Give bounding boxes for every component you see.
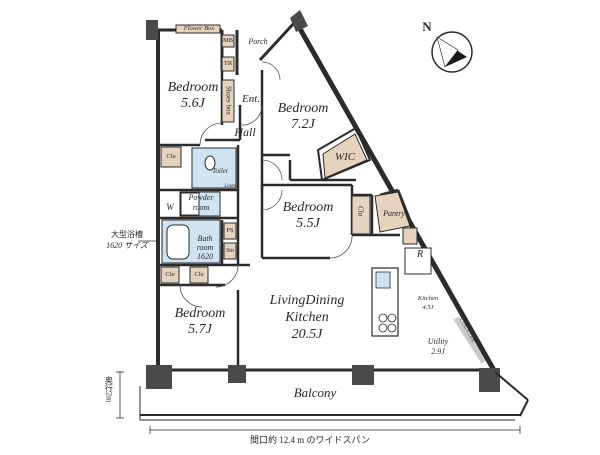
washer-label: W bbox=[166, 202, 174, 212]
porch-label: Porch bbox=[248, 37, 268, 46]
compass-letter: N bbox=[422, 19, 432, 34]
bedroom-nw-size: 5.6J bbox=[181, 96, 205, 111]
bedroom-ne-name: Bedroom bbox=[277, 101, 329, 116]
entrance-label: Ent. bbox=[241, 93, 261, 105]
balcony-label: Balcony bbox=[293, 385, 337, 400]
cla-label-sw2: Cla bbox=[194, 271, 204, 278]
ps-label: PS bbox=[226, 227, 234, 234]
bath-note-line2: 1620 サイズ bbox=[106, 241, 148, 250]
balcony-outline bbox=[139, 371, 529, 421]
powder-room-line2: room bbox=[192, 203, 210, 212]
wet-areas bbox=[161, 147, 237, 264]
kitchen-name: Kitchen bbox=[417, 295, 439, 302]
bedroom-nw-name: Bedroom bbox=[167, 80, 219, 95]
sto-label: Sto bbox=[225, 247, 235, 254]
utility-size: 2.9J bbox=[431, 347, 445, 356]
bedroom-mid-size: 5.5J bbox=[296, 216, 320, 231]
interior-walls bbox=[158, 70, 414, 365]
bedroom-sw-size: 5.7J bbox=[188, 322, 212, 337]
bedroom-ne-size: 7.2J bbox=[291, 117, 315, 132]
bath-note-line1: 大型浴槽 bbox=[111, 230, 143, 239]
cla-label-mid: Cla bbox=[356, 206, 365, 217]
cla-label-nw: Cla bbox=[166, 153, 176, 160]
utility-name: Utility bbox=[427, 337, 449, 346]
shoes-box-label: Shoes box bbox=[224, 86, 233, 115]
dimension-lines bbox=[116, 240, 521, 434]
structural-columns bbox=[146, 10, 500, 392]
compass-icon bbox=[431, 31, 473, 73]
bedroom-mid-name: Bedroom bbox=[282, 200, 334, 215]
toilet-label: Toilet bbox=[212, 167, 228, 175]
kitchen-island bbox=[371, 247, 487, 364]
bathroom-size: 1620 bbox=[197, 252, 213, 261]
bedroom-sw-name: Bedroom bbox=[174, 306, 226, 321]
door-swings bbox=[179, 61, 353, 308]
ldk-size: 20.5J bbox=[291, 327, 323, 342]
bathroom-line2: room bbox=[196, 243, 214, 252]
depth-label: 奥行2m bbox=[104, 376, 114, 403]
mb-label: MB bbox=[222, 37, 234, 44]
ldk-line1: LivingDining bbox=[269, 293, 345, 308]
kitchen-size: 4.5J bbox=[422, 304, 434, 311]
width-label: 間口約 12.4 m のワイドスパン bbox=[250, 435, 370, 445]
wic-label: WIC bbox=[334, 151, 356, 163]
linen-label: Linen bbox=[224, 184, 236, 189]
tr-label: TR bbox=[223, 60, 233, 67]
powder-room-line1: Powder bbox=[188, 193, 214, 202]
closets-and-doors bbox=[160, 24, 418, 284]
ldk-line2: Kitchen bbox=[285, 310, 329, 325]
cla-label-sw1: Cla bbox=[165, 271, 175, 278]
hall-label: Hall bbox=[234, 125, 256, 139]
flower-box-label: Flower Box bbox=[183, 25, 215, 32]
refrigerator-label: R bbox=[416, 249, 424, 260]
bathroom-line1: Bath bbox=[197, 234, 213, 243]
pantry-label: Pantry bbox=[383, 209, 405, 218]
